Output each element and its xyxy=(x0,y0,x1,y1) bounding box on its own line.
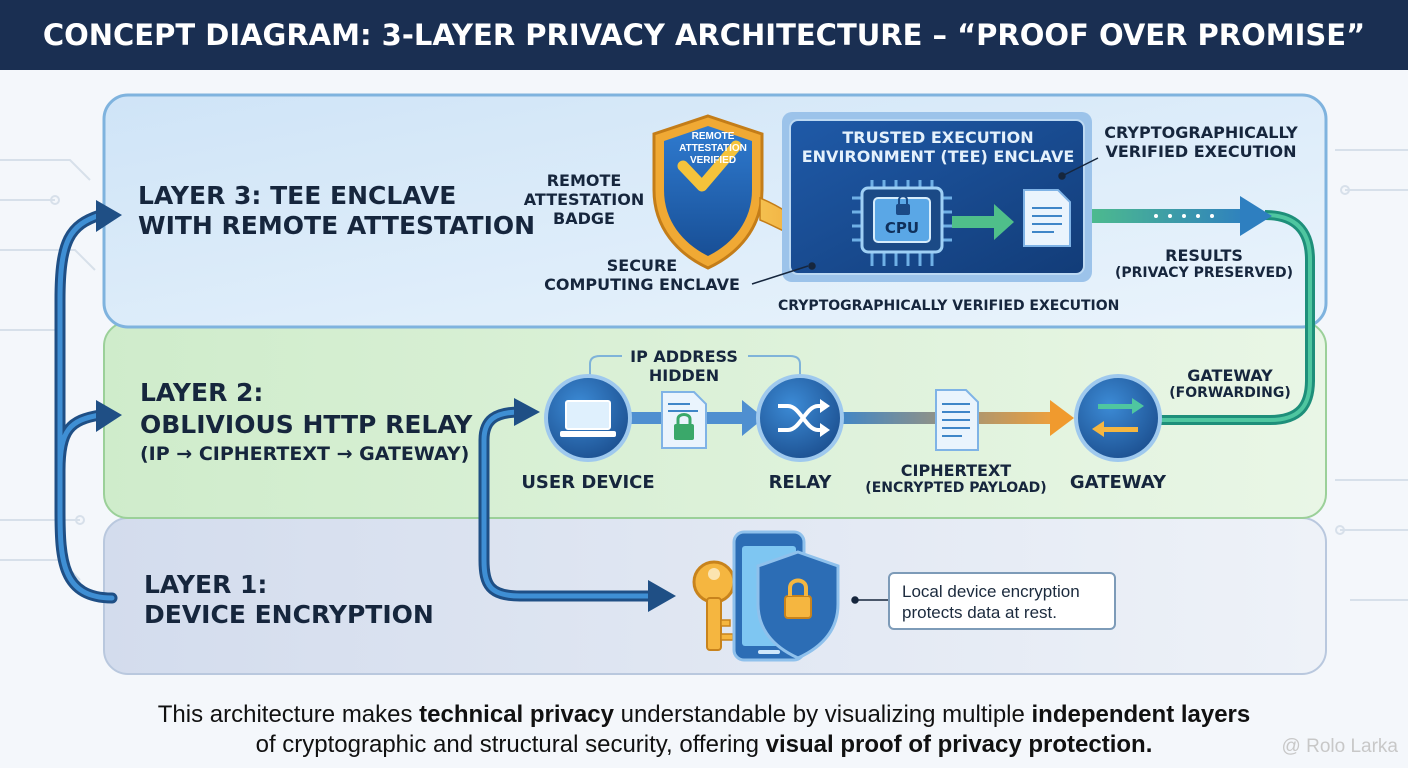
diagram-graphics xyxy=(0,93,1408,675)
crypto-verified-caption: CRYPTOGRAPHICALLY VERIFIED EXECUTION xyxy=(778,298,1120,314)
results-label: RESULTS (PRIVACY PRESERVED) xyxy=(1114,246,1294,281)
key-icon xyxy=(692,560,736,651)
locked-document-icon xyxy=(661,391,707,449)
watermark: @ Rolo Larka xyxy=(1281,736,1398,757)
cpu-label: CPU xyxy=(884,219,920,237)
ciphertext-document-icon xyxy=(935,389,979,451)
user-device-icon xyxy=(544,374,632,462)
ip-hidden-label: IP ADDRESS HIDDEN xyxy=(630,347,738,385)
lock-shield-icon xyxy=(756,550,840,660)
crypto-verified-label: CRYPTOGRAPHICALLY VERIFIED EXECUTION xyxy=(1104,123,1298,161)
relay-label: RELAY xyxy=(768,472,832,493)
ip-hidden-bracket xyxy=(589,355,801,380)
ciphertext-label: CIPHERTEXT (ENCRYPTED PAYLOAD) xyxy=(865,461,1047,496)
layer1-title: LAYER 1: DEVICE ENCRYPTION xyxy=(144,570,434,629)
layer2-title: LAYER 2: OBLIVIOUS HTTP RELAY (IP → CIPH… xyxy=(140,378,473,465)
relay-shuffle-icon xyxy=(756,374,844,462)
attestation-badge-label: REMOTE ATTESTATION BADGE xyxy=(523,171,645,228)
tee-enclave-title: TRUSTED EXECUTION ENVIRONMENT (TEE) ENCL… xyxy=(801,128,1075,166)
user-device-label: USER DEVICE xyxy=(521,472,655,493)
secure-enclave-label: SECURE COMPUTING ENCLAVE xyxy=(544,256,740,294)
footer-caption: This architecture makes technical privac… xyxy=(157,701,1251,758)
cpu-chip-icon xyxy=(852,180,952,266)
diagram-canvas xyxy=(0,70,1408,690)
arrow-head-layer2 xyxy=(96,400,122,432)
arrow-head-layer3 xyxy=(96,200,122,232)
page-title: CONCEPT DIAGRAM: 3-LAYER PRIVACY ARCHITE… xyxy=(0,0,1408,70)
attestation-shield-icon xyxy=(652,114,764,270)
layer3-title: LAYER 3: TEE ENCLAVE WITH REMOTE ATTESTA… xyxy=(138,181,536,240)
gateway-loop-arrow xyxy=(1158,210,1315,425)
badge-verified-text: REMOTE ATTESTATION VERIFIED xyxy=(679,131,747,166)
gateway-label: GATEWAY xyxy=(1069,472,1167,493)
device-flow-arrow xyxy=(478,406,661,602)
gateway-icon xyxy=(1074,374,1162,462)
leader-lines xyxy=(751,157,1099,604)
device-encryption-note: Local device encryption protects data at… xyxy=(888,572,1116,630)
results-arrow xyxy=(1078,209,1250,223)
gateway-forwarding-label: GATEWAY (FORWARDING) xyxy=(1169,366,1291,401)
result-document-icon xyxy=(1023,189,1071,247)
